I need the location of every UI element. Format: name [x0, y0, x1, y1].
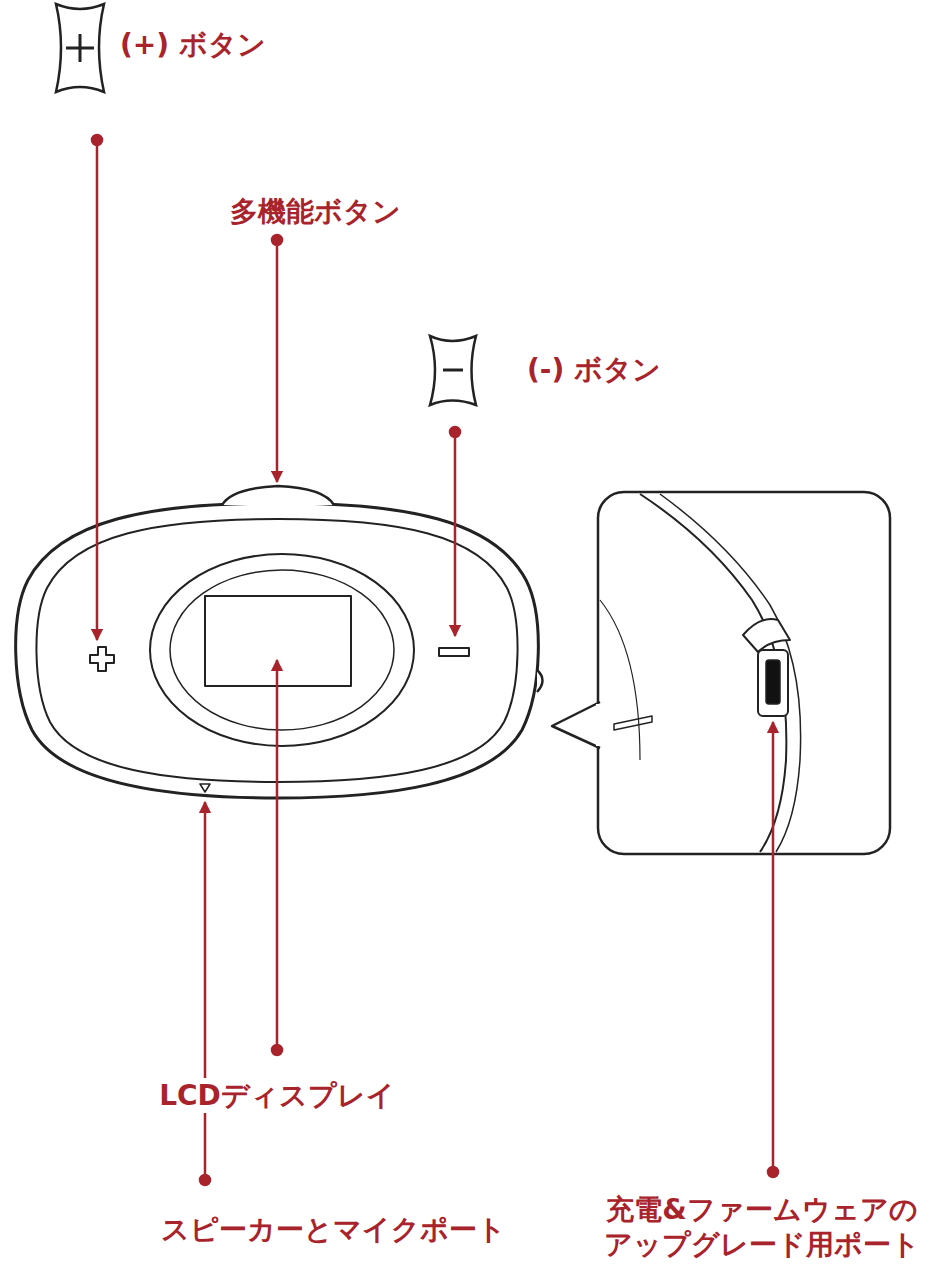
part-label: LCDディスプレイ — [157, 1078, 397, 1113]
part-label: (+) ボタン — [118, 27, 268, 62]
leader-lines — [92, 135, 778, 1185]
part-label: 多機能ボタン — [228, 194, 403, 229]
plus-button-icon — [56, 4, 104, 92]
part-label: スピーカーとマイクポート — [159, 1212, 508, 1247]
part-label: (-) ボタン — [525, 352, 663, 387]
device-body — [16, 486, 543, 798]
part-label: 充電&ファームウェアの アップグレード用ポート — [595, 1192, 929, 1262]
port-inset — [552, 492, 890, 854]
minus-button-icon — [430, 336, 476, 405]
